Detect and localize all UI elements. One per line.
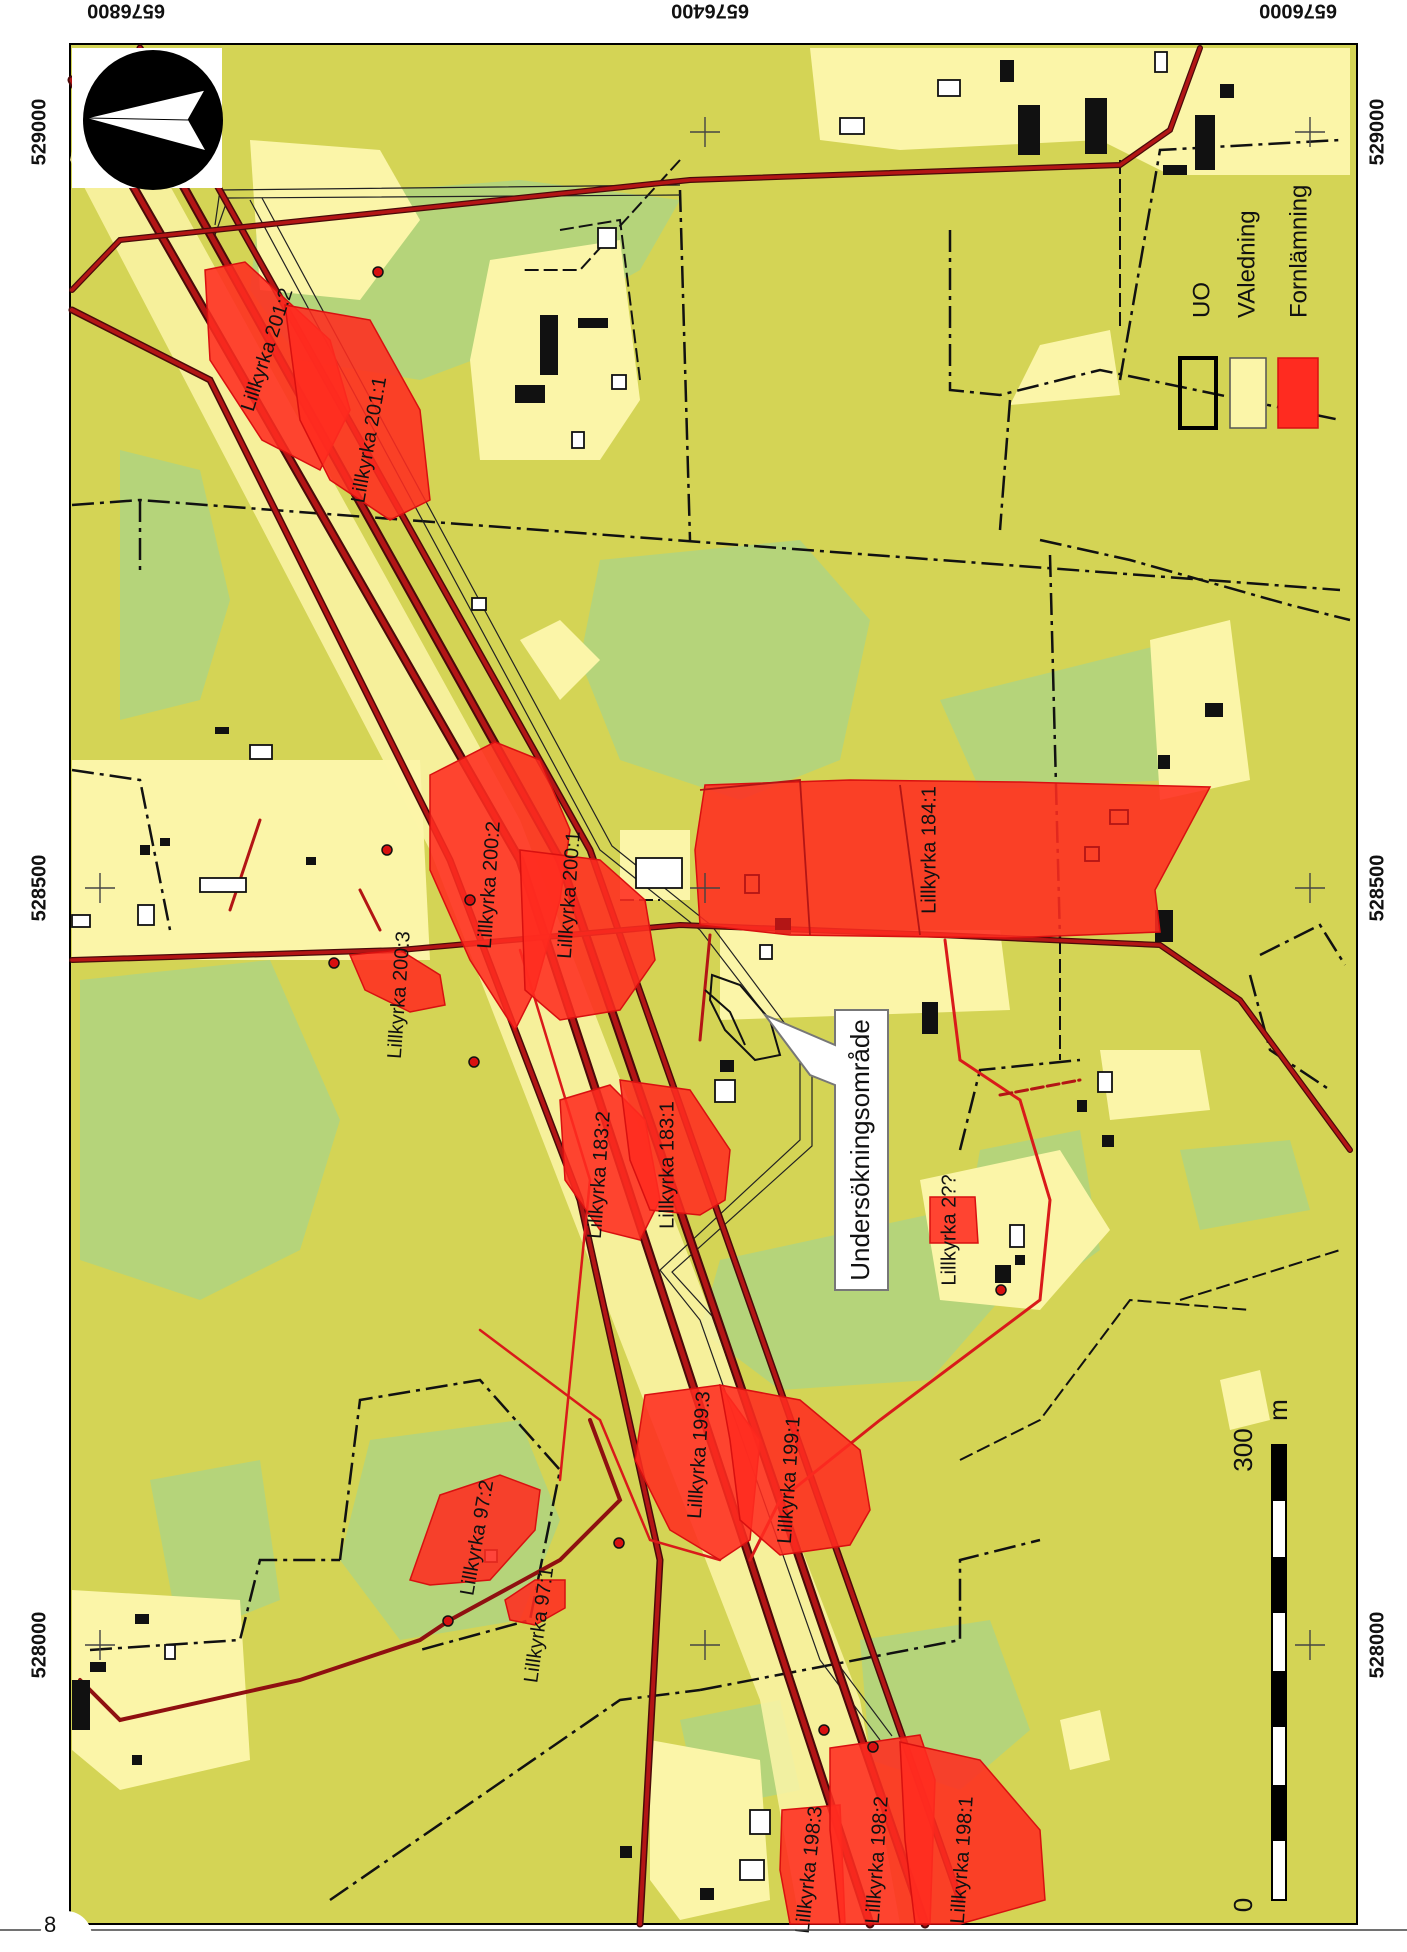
investigation-area-callout: Undersökningsområde (761, 1009, 889, 1291)
site-polygon-198-1 (899, 1741, 1046, 1925)
scale-unit: m (1263, 1399, 1293, 1421)
top-coord: 6576000 (1259, 0, 1337, 22)
page-number-disk (40, 1911, 92, 1937)
left-coordinate-labels: 529000 528500 528000 (28, 99, 50, 1679)
scale-zero: 0 (1228, 1898, 1258, 1912)
site-small-block (775, 918, 791, 930)
scale-max: 300 (1228, 1428, 1258, 1471)
legend-item-valedning: VAledning (1229, 210, 1267, 429)
site-label: Lillkyrka 2?? (938, 1174, 960, 1285)
left-coord: 529000 (28, 99, 50, 166)
right-coord: 528500 (1366, 855, 1388, 922)
investigation-area[interactable] (704, 973, 782, 1062)
legend: UO VAledning Fornlämning (1178, 185, 1319, 430)
site-polygon-183-1 (619, 1079, 731, 1216)
right-coord: 529000 (1366, 99, 1388, 166)
site-polygon-200-3 (348, 949, 446, 1013)
right-coordinate-labels: 529000 528500 528000 (1366, 99, 1388, 1679)
legend-item-uo: UO (1178, 282, 1218, 430)
site-polygon-97-2 (409, 1474, 541, 1586)
site-polygon-184-1 (694, 779, 1212, 939)
site-polygon-200-1 (519, 849, 656, 1021)
site-polygon-201-1 (284, 304, 431, 521)
site-label: Lillkyrka 183:1 (656, 1101, 678, 1229)
legend-label: Fornlämning (1285, 185, 1312, 318)
site-label: Lillkyrka 184:1 (918, 786, 940, 914)
heritage-points (328, 266, 1007, 1753)
top-coord: 6576800 (87, 0, 165, 22)
legend-label: UO (1188, 282, 1215, 318)
site-internal-outlines (699, 779, 1129, 936)
legend-item-fornlamning: Fornlämning (1277, 185, 1319, 429)
site-polygon-97-1 (504, 1579, 566, 1626)
callout-label: Undersökningsområde (845, 1019, 875, 1281)
heritage-site-polygons (204, 261, 1212, 1925)
page-number: 8 (44, 1912, 57, 1937)
site-polygon-199-1 (719, 1384, 871, 1556)
site-polygon-2x (929, 1196, 979, 1244)
top-coord: 6576400 (671, 0, 749, 22)
right-coord: 528000 (1366, 1612, 1388, 1679)
top-coordinate-labels: 6576800 6576400 6576000 (87, 0, 1337, 22)
legend-label: VAledning (1233, 210, 1260, 318)
left-coord: 528500 (28, 855, 50, 922)
left-coord: 528000 (28, 1612, 50, 1679)
buildings (71, 51, 1234, 1900)
north-arrow-icon (72, 48, 223, 190)
grid-crosses (85, 117, 1325, 1660)
scale-bar: 0 300 m (1228, 1399, 1293, 1912)
